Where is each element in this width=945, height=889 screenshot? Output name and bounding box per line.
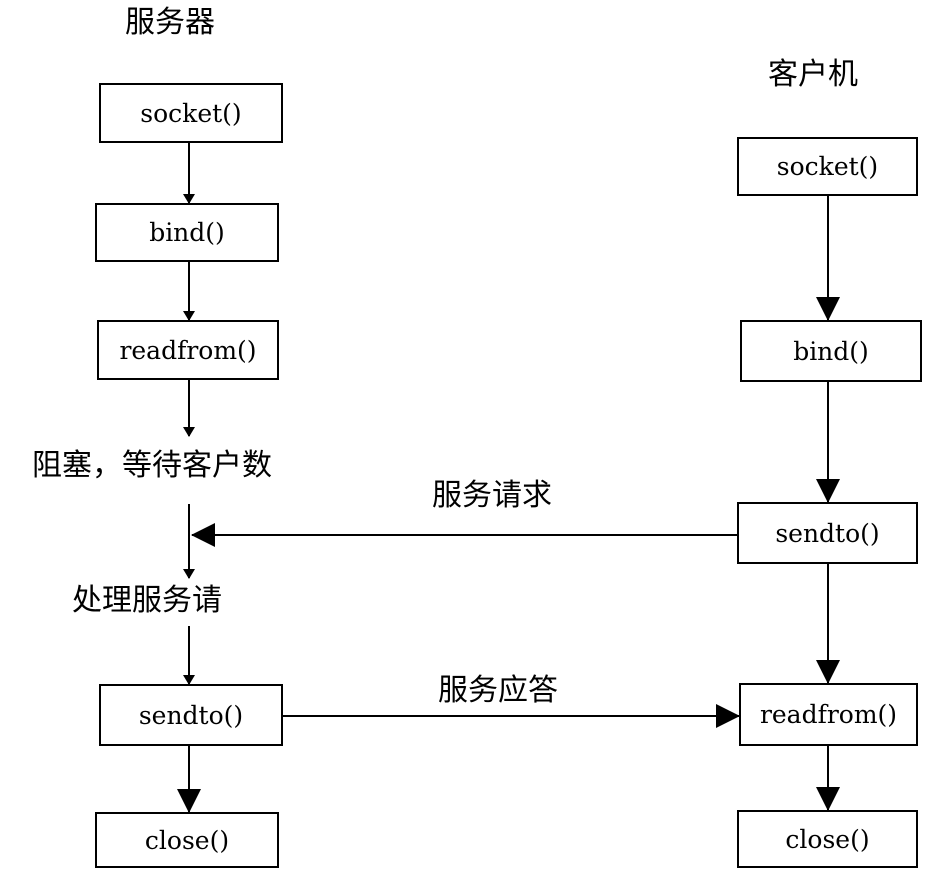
- server-bind-box: bind(): [95, 203, 279, 262]
- client-title: 客户机: [768, 57, 858, 92]
- server-close-box: close(): [95, 812, 279, 868]
- server-status-processing: 处理服务请: [72, 583, 222, 618]
- request-label: 服务请求: [432, 478, 552, 513]
- client-close-box: close(): [737, 810, 918, 868]
- server-readfrom-box: readfrom(): [97, 320, 279, 380]
- server-title: 服务器: [125, 5, 215, 40]
- server-sendto-box: sendto(): [99, 684, 283, 746]
- client-socket-box: socket(): [737, 137, 918, 196]
- client-bind-box: bind(): [740, 320, 922, 382]
- client-sendto-box: sendto(): [737, 502, 918, 564]
- server-socket-box: socket(): [99, 83, 283, 143]
- server-status-blocking: 阻塞，等待客户数: [32, 448, 272, 483]
- client-readfrom-box: readfrom(): [739, 683, 918, 746]
- reply-label: 服务应答: [438, 673, 558, 708]
